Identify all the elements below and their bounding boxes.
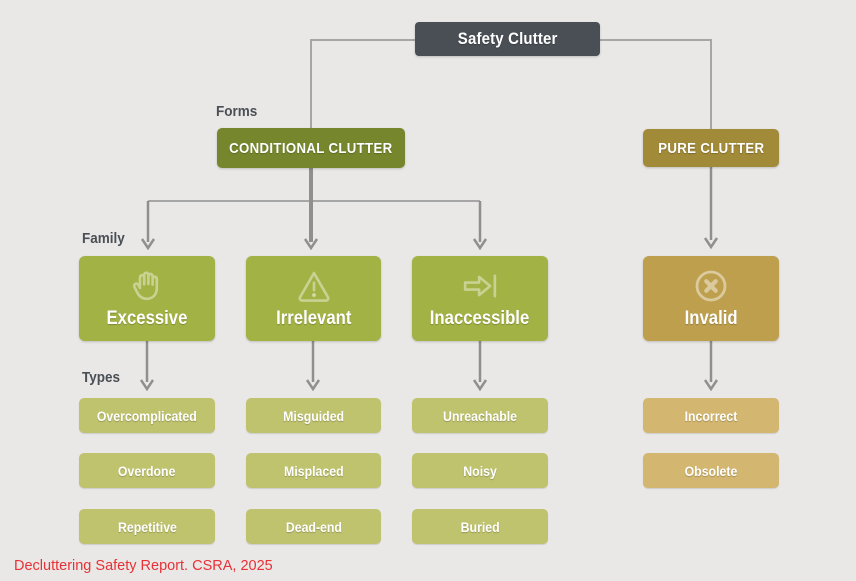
family-node-excessive: Excessive [79, 256, 215, 341]
hand-icon [132, 271, 159, 301]
type-node-buried: Buried [412, 509, 548, 544]
family-node-invalid: Invalid [643, 256, 779, 341]
type-node-dead-end: Dead-end [246, 509, 381, 544]
type-node-obsolete: Obsolete [643, 453, 779, 488]
arrow-to-bar-icon [463, 274, 497, 298]
arrowhead [472, 379, 488, 392]
family-node-label: Inaccessible [430, 308, 530, 329]
arrowhead [703, 379, 719, 392]
arrowhead [140, 238, 156, 251]
root-node-safety-clutter: Safety Clutter [415, 22, 600, 56]
source-caption: Decluttering Safety Report. CSRA, 2025 [14, 558, 273, 574]
type-node-overcomplicated: Overcomplicated [79, 398, 215, 433]
type-node-unreachable: Unreachable [412, 398, 548, 433]
section-label-forms: Forms [216, 103, 258, 120]
form-node-pure-clutter: PURE CLUTTER [643, 129, 779, 167]
family-node-irrelevant: Irrelevant [246, 256, 381, 341]
form-node-label: PURE CLUTTER [657, 139, 765, 157]
form-node-conditional-clutter: CONDITIONAL CLUTTER [217, 128, 405, 168]
type-node-repetitive: Repetitive [79, 509, 215, 544]
x-circle-icon [695, 270, 727, 302]
section-label-family: Family [82, 230, 125, 247]
family-node-label: Excessive [106, 308, 188, 329]
connector-root-to-pure [600, 39, 712, 129]
family-node-inaccessible: Inaccessible [412, 256, 548, 341]
root-node-label: Safety Clutter [457, 29, 558, 48]
arrowhead [139, 379, 155, 392]
section-label-types: Types [82, 369, 121, 386]
form-node-label: CONDITIONAL CLUTTER [229, 139, 393, 157]
type-node-overdone: Overdone [79, 453, 215, 488]
arrowhead [703, 237, 719, 250]
arrowhead [472, 238, 488, 251]
arrowhead [305, 379, 321, 392]
type-node-misguided: Misguided [246, 398, 381, 433]
connector-root-to-conditional [310, 39, 415, 128]
type-node-incorrect: Incorrect [643, 398, 779, 433]
family-node-label: Irrelevant [275, 308, 352, 329]
type-node-noisy: Noisy [412, 453, 548, 488]
warning-triangle-icon [298, 271, 329, 302]
type-node-misplaced: Misplaced [246, 453, 381, 488]
arrowhead [303, 238, 319, 251]
family-node-label: Invalid [684, 308, 738, 329]
